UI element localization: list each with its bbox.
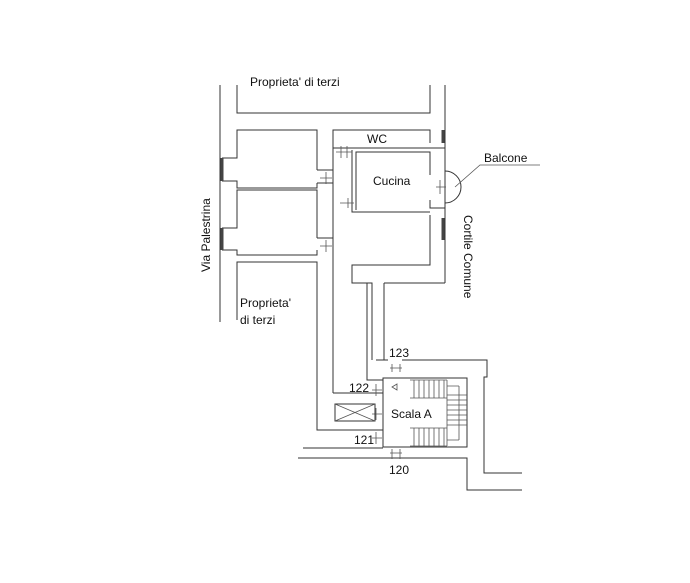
walls bbox=[219, 85, 522, 491]
label-unit-120: 120 bbox=[389, 463, 409, 477]
elevator bbox=[334, 403, 376, 422]
balcony-leader-line bbox=[454, 164, 540, 188]
label-side-property-1: Proprieta' bbox=[240, 296, 291, 310]
label-street: Via Palestrina bbox=[199, 198, 213, 272]
label-courtyard: Cortile Comune bbox=[461, 215, 475, 299]
label-top-property: Proprieta' di terzi bbox=[250, 75, 340, 89]
label-balcony: Balcone bbox=[484, 151, 528, 165]
label-side-property-2: di terzi bbox=[240, 313, 275, 327]
doors bbox=[320, 146, 446, 459]
staircase bbox=[391, 379, 467, 447]
label-wc: WC bbox=[367, 132, 387, 146]
windows bbox=[220, 130, 445, 250]
label-stair: Scala A bbox=[391, 407, 432, 421]
label-unit-122: 122 bbox=[349, 381, 369, 395]
balcony-arc bbox=[444, 170, 462, 204]
label-unit-123: 123 bbox=[389, 346, 409, 360]
label-kitchen: Cucina bbox=[373, 174, 411, 188]
label-unit-121: 121 bbox=[354, 433, 374, 447]
